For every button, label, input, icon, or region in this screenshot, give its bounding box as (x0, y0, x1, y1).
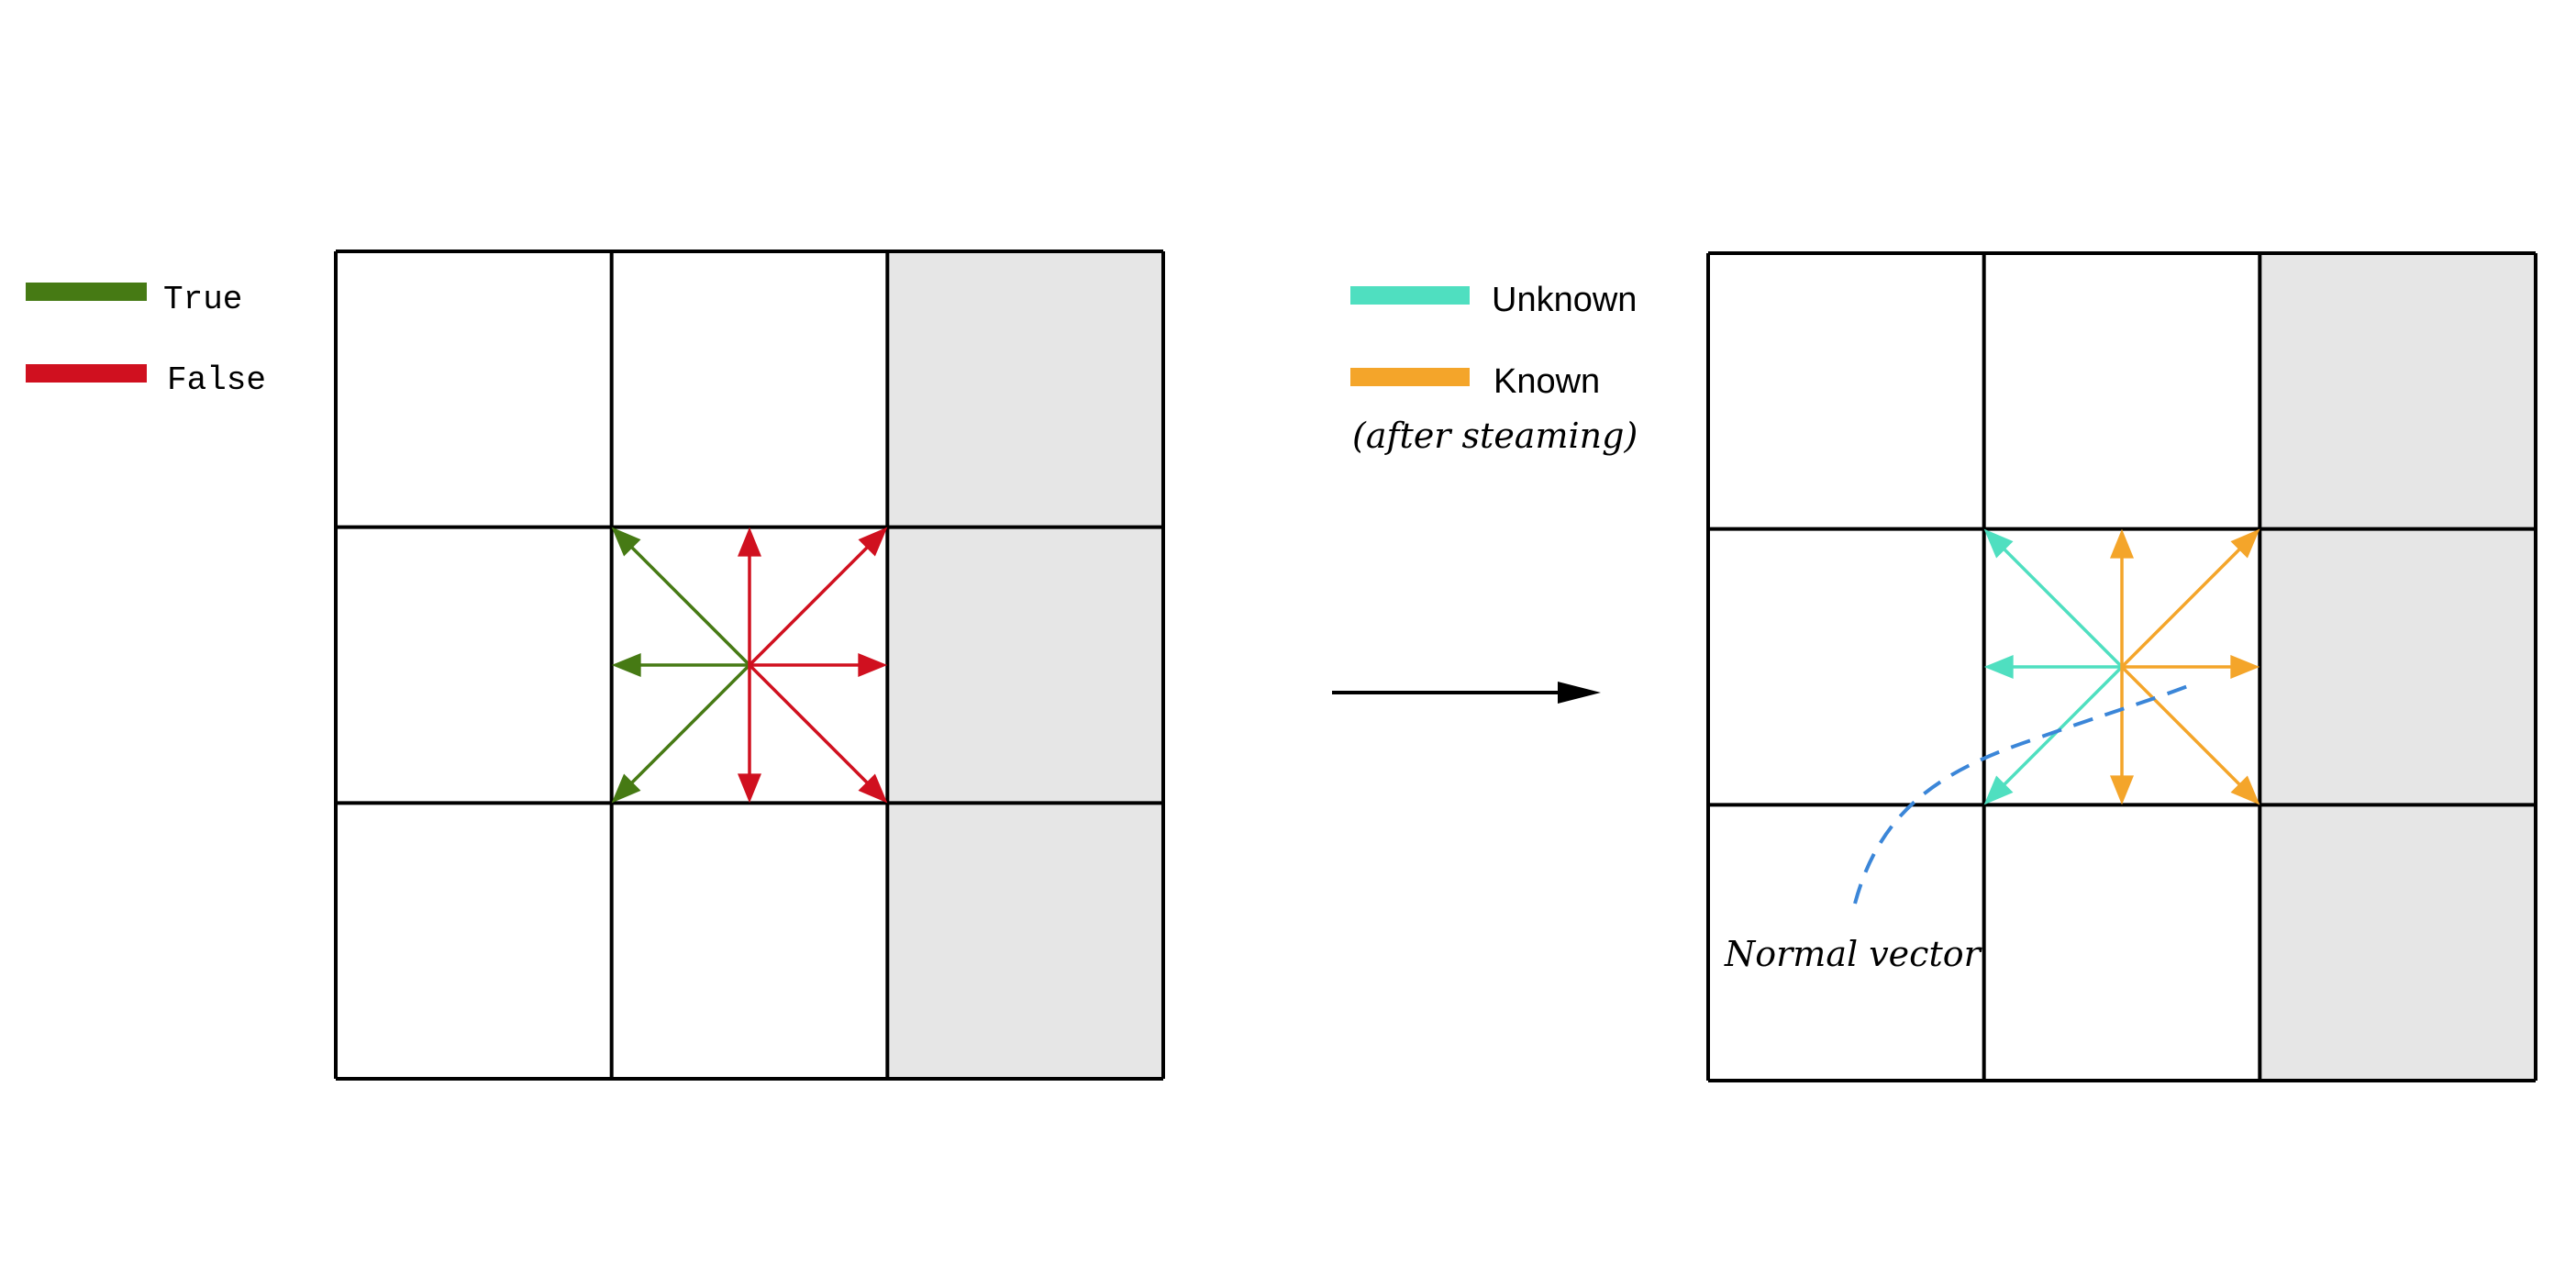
solid-boundary-cell (2260, 804, 2536, 1081)
right-vector-n-known (2110, 528, 2134, 667)
fluid-cell (1708, 528, 1984, 805)
fluid-cell (1983, 804, 2260, 1081)
solid-boundary-cell (887, 251, 1163, 527)
left-vector-s-false (738, 665, 761, 804)
left-vector-ne-false (748, 527, 888, 667)
left-vector-sw-true (611, 663, 751, 804)
right-vector-e-known (2122, 655, 2260, 679)
right-vector-sw-unknown (1983, 665, 2124, 805)
legend-label-true: True (163, 281, 242, 318)
legend-label-known: Known (1493, 362, 1600, 401)
right-legend: Unknown Known (after steaming) (1350, 281, 1638, 456)
legend-swatch-false (26, 364, 147, 383)
normal-vector-label: Normal vector (1724, 934, 1983, 974)
left-vector-n-false (738, 527, 761, 665)
right-vector-s-known (2110, 667, 2134, 805)
fluid-cell (1983, 253, 2260, 529)
legend-label-false: False (167, 361, 266, 399)
solid-boundary-cell (2260, 253, 2536, 529)
normal-vector-annotation: Normal vector (1724, 684, 2189, 974)
left-velocity-vectors (611, 527, 888, 804)
fluid-cell (1708, 804, 1984, 1081)
left-vector-nw-true (611, 527, 751, 667)
right-vector-se-known (2120, 665, 2260, 805)
fluid-cell (336, 251, 612, 527)
fluid-cell (1708, 253, 1984, 529)
legend-note: (after steaming) (1352, 416, 1638, 456)
right-arrow-icon (1332, 682, 1601, 704)
left-vector-e-false (749, 653, 888, 677)
fluid-cell (611, 251, 888, 527)
legend-label-unknown: Unknown (1492, 281, 1637, 319)
left-legend: True False (26, 281, 266, 399)
right-velocity-vectors (1983, 528, 2260, 805)
solid-boundary-cell (887, 527, 1163, 804)
right-lattice-grid (1706, 251, 2537, 1082)
legend-swatch-known (1350, 368, 1470, 386)
right-vector-ne-known (2120, 528, 2260, 669)
fluid-cell (611, 803, 888, 1079)
normal-vector-curve (1853, 684, 2189, 904)
solid-boundary-cell (887, 803, 1163, 1079)
fluid-cell (336, 803, 612, 1079)
right-vector-nw-unknown (1983, 528, 2124, 669)
left-vector-w-true (611, 653, 749, 677)
fluid-cell (336, 527, 612, 804)
right-vector-w-unknown (1983, 655, 2122, 679)
solid-boundary-cell (2260, 528, 2536, 805)
legend-swatch-unknown (1350, 286, 1470, 305)
left-vector-se-false (748, 663, 888, 804)
legend-swatch-true (26, 283, 147, 301)
